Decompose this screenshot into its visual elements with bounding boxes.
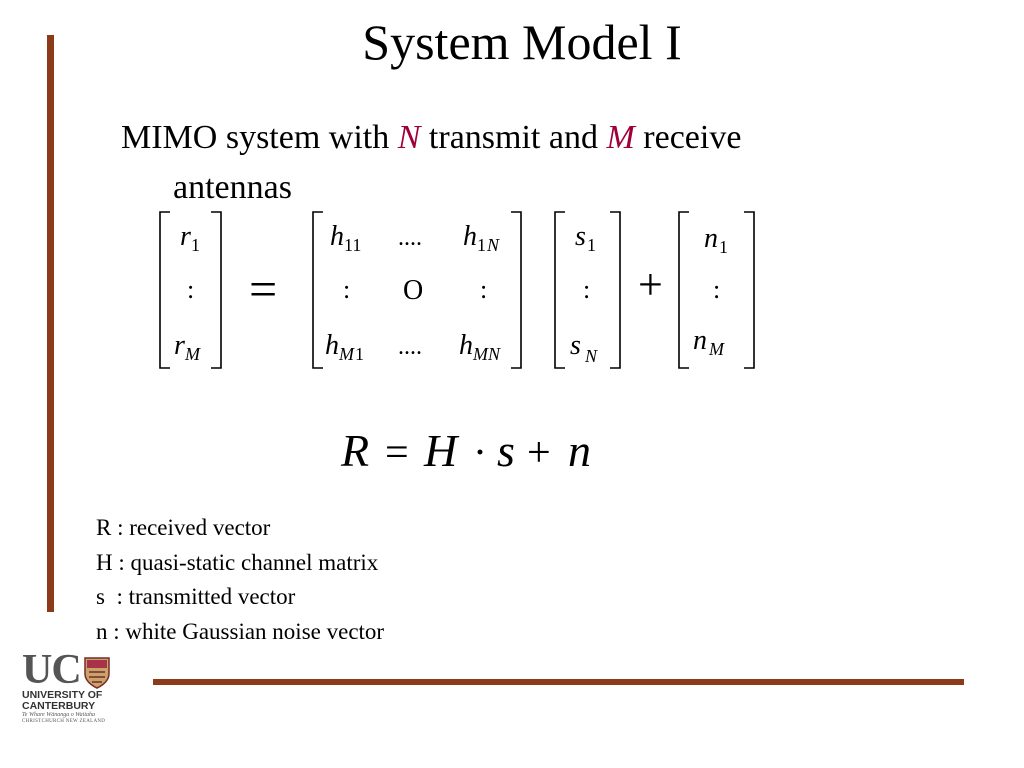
- eq-plus: +: [527, 430, 551, 476]
- logo-location: CHRISTCHURCH NEW ZEALAND: [22, 719, 106, 724]
- n-left-bracket: [678, 211, 689, 369]
- university-logo: UC UNIVERSITY OF CANTERBURY Te Whare Wān…: [22, 647, 122, 725]
- definition-item: s : transmitted vector: [96, 584, 296, 609]
- h1n-sub1: 1: [477, 235, 486, 255]
- h11-sub: 11: [344, 235, 361, 255]
- logo-line1: UNIVERSITY OF: [22, 689, 103, 701]
- eq-H: H: [423, 425, 460, 476]
- r-top: r: [180, 221, 191, 252]
- definition-item: H : quasi-static channel matrix: [96, 549, 379, 575]
- r-bot: r: [174, 330, 185, 361]
- plus-sign: +: [638, 260, 663, 309]
- r-left-bracket: [159, 211, 170, 369]
- n-top: n: [704, 223, 718, 254]
- intro-text: MIMO system with N transmit and M receiv…: [121, 113, 941, 213]
- s-right-bracket: [610, 211, 621, 369]
- transmit-count-var: N: [397, 119, 421, 156]
- s-top-sub: 1: [587, 235, 596, 255]
- intro-mid: transmit and: [420, 119, 607, 156]
- h-right-bracket: [511, 211, 522, 369]
- hm1: h: [325, 330, 339, 361]
- eq-s: s: [497, 425, 515, 476]
- hmn: h: [459, 330, 473, 361]
- hmn-sub: MN: [472, 344, 501, 364]
- logo-uc: UC: [22, 647, 82, 693]
- r-mid: :: [187, 275, 194, 304]
- eq-equals: =: [385, 430, 409, 476]
- h-row1-dots: ....: [398, 225, 422, 251]
- h1n-sub2: N: [486, 235, 500, 255]
- definition-item: R : received vector: [96, 515, 271, 540]
- n-bot-sub: M: [708, 339, 725, 359]
- logo-line2: CANTERBURY: [22, 700, 96, 712]
- hm1-sub1: M: [338, 344, 355, 364]
- s-bot-sub: N: [584, 346, 598, 366]
- h1n: h: [463, 221, 477, 252]
- n-mid: :: [713, 275, 720, 304]
- intro-pre: MIMO system with: [121, 119, 398, 156]
- bottom-accent-bar: [153, 679, 964, 685]
- s-bot: s: [570, 330, 581, 361]
- equals-sign: =: [249, 261, 277, 317]
- n-right-bracket: [744, 211, 755, 369]
- logo-mark: UC: [22, 647, 122, 693]
- h-left-bracket: [312, 211, 323, 369]
- logo-tagline: Te Whare Wānanga o Waitaha: [22, 712, 96, 718]
- eq-n: n: [568, 425, 591, 476]
- intro-line-1: MIMO system with N transmit and M receiv…: [121, 113, 941, 163]
- eq-dot: ·: [473, 430, 487, 476]
- definition-item: n : white Gaussian noise vector: [96, 618, 385, 644]
- h-row2-a: :: [343, 275, 350, 304]
- s-mid: :: [583, 275, 590, 304]
- receive-count-var: M: [606, 119, 635, 156]
- matrix-brackets: [159, 211, 755, 369]
- matrix-equation: r 1 : r M = h 11 .... h 1 N : O : h M 1 …: [159, 211, 755, 476]
- s-left-bracket: [554, 211, 565, 369]
- r-top-sub: 1: [191, 235, 200, 255]
- intro-line-2: antennas: [173, 169, 292, 206]
- r-right-bracket: [211, 211, 222, 369]
- n-bot: n: [693, 325, 707, 356]
- h-row3-dots: ....: [398, 334, 422, 360]
- n-top-sub: 1: [719, 237, 728, 257]
- s-top: s: [575, 221, 586, 252]
- eq-R: R: [340, 425, 369, 476]
- h11: h: [330, 221, 344, 252]
- definitions-list: R : received vector H : quasi-static cha…: [96, 511, 384, 649]
- hm1-sub2: 1: [355, 344, 364, 364]
- intro-post: receive: [634, 119, 742, 156]
- r-bot-sub: M: [184, 344, 201, 364]
- left-accent-bar: [47, 35, 54, 612]
- slide-title: System Model I: [362, 14, 682, 70]
- h-diag-circle: O: [403, 275, 423, 306]
- crest-icon: [83, 657, 110, 689]
- h-row2-b: :: [480, 275, 487, 304]
